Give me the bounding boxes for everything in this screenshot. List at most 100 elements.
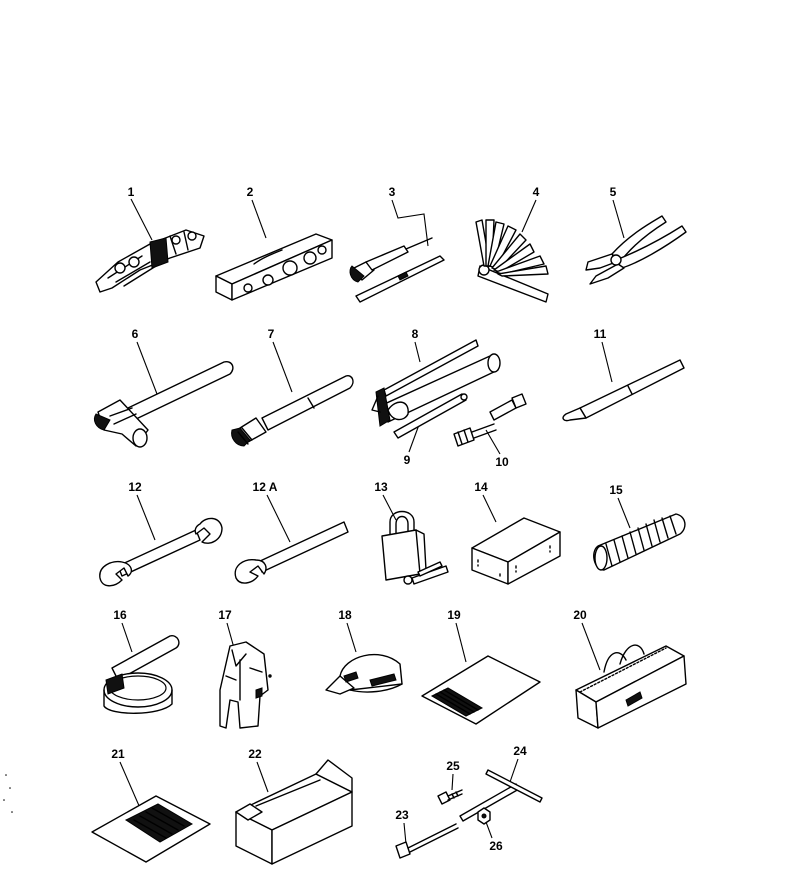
carton-box-icon <box>235 759 353 865</box>
part-2: 2 <box>215 185 333 301</box>
part-label-7: 7 <box>268 327 275 341</box>
leader-line <box>251 199 267 239</box>
part-13: 13 <box>374 480 449 585</box>
leader-line <box>130 198 153 241</box>
leader-line <box>121 622 133 653</box>
filter-wrench-icon <box>103 635 180 714</box>
leader-line <box>346 622 357 653</box>
part-label-22: 22 <box>248 747 262 761</box>
t-handle-icon <box>459 769 543 822</box>
part-label-1: 1 <box>128 185 135 199</box>
part-15: 15 <box>593 483 686 571</box>
part-label-23: 23 <box>395 808 409 822</box>
bolt-icon <box>395 823 459 859</box>
feeler-gauge-icon <box>475 219 549 303</box>
leader-line <box>136 494 156 541</box>
single-end-wrench-icon <box>234 521 349 584</box>
leader-line <box>119 761 141 809</box>
pliers-icon <box>585 215 687 285</box>
part-19: 19 <box>421 608 541 725</box>
leader-line <box>485 429 501 455</box>
part-17: 17 <box>218 608 272 729</box>
part-label-9: 9 <box>404 453 411 467</box>
part-12: 12 <box>99 480 223 587</box>
part-label-8: 8 <box>412 327 419 341</box>
part-label-15: 15 <box>609 483 623 497</box>
part-label-4: 4 <box>533 185 540 199</box>
part-18: 18 <box>325 608 403 695</box>
part-label-14: 14 <box>474 480 488 494</box>
nut-icon <box>477 807 491 825</box>
part-label-6: 6 <box>132 327 139 341</box>
tool-bag-icon <box>575 644 687 729</box>
screwdriver-icon <box>349 237 445 303</box>
leader-line <box>581 622 601 671</box>
hammer-icon <box>93 360 234 448</box>
part-16: 16 <box>103 608 180 714</box>
part-label-17: 17 <box>218 608 232 622</box>
leader-line <box>391 199 429 247</box>
leader-line <box>485 821 493 839</box>
part-9: 9 <box>393 393 468 467</box>
part-24: 24 <box>459 744 543 822</box>
leader-line <box>272 341 293 393</box>
cap-icon <box>325 653 403 695</box>
part-10: 10 <box>453 393 527 469</box>
leader-line <box>136 341 158 395</box>
part-3: 3 <box>349 185 445 303</box>
grease-nozzle-adapter-icon <box>453 393 527 447</box>
part-23: 23 <box>395 808 459 859</box>
leader-line <box>256 761 269 793</box>
grease-gun-icon <box>371 339 501 427</box>
manual-icon <box>421 655 541 725</box>
grease-gun-nozzle-icon <box>393 393 468 439</box>
leader-line <box>226 622 235 649</box>
leader-line <box>403 822 407 845</box>
leader-line <box>612 199 625 239</box>
part-label-13: 13 <box>374 480 388 494</box>
double-end-wrench-icon <box>99 517 223 587</box>
part-22: 22 <box>235 747 353 865</box>
part-25: 25 <box>437 759 463 805</box>
part-12a: 12 A <box>234 480 349 584</box>
part-label-20: 20 <box>573 608 587 622</box>
part-8: 8 <box>371 327 501 427</box>
box-icon <box>471 517 561 585</box>
part-14: 14 <box>471 480 561 585</box>
padlock-icon <box>381 510 449 585</box>
part-5: 5 <box>585 185 687 285</box>
leader-line <box>521 199 537 233</box>
leader-line <box>414 341 421 363</box>
leader-line <box>451 773 454 791</box>
leader-line <box>266 494 291 543</box>
part-6: 6 <box>93 327 234 448</box>
socket-handle-icon <box>231 375 354 447</box>
part-4: 4 <box>475 185 549 303</box>
part-label-2: 2 <box>247 185 254 199</box>
part-label-5: 5 <box>610 185 617 199</box>
leader-line <box>482 494 497 523</box>
leader-line <box>455 622 467 663</box>
coverall-icon <box>219 641 272 729</box>
part-label-21: 21 <box>111 747 125 761</box>
wrench-set-icon <box>95 229 205 293</box>
bellows-hose-icon <box>593 513 686 571</box>
part-label-16: 16 <box>113 608 127 622</box>
part-20: 20 <box>573 608 687 729</box>
leader-line <box>601 341 613 383</box>
part-label-18: 18 <box>338 608 352 622</box>
part-label-11: 11 <box>594 327 607 341</box>
part-7: 7 <box>231 327 354 447</box>
part-1: 1 <box>95 185 205 293</box>
scan-speckles <box>3 774 13 813</box>
part-11: 11 <box>562 327 685 422</box>
part-label-25: 25 <box>446 759 460 773</box>
leader-line <box>509 758 519 783</box>
bolt-icon <box>437 789 463 805</box>
manual-icon <box>91 795 211 863</box>
leader-line <box>382 494 397 521</box>
part-label-10: 10 <box>495 455 509 469</box>
part-label-12a: 12 A <box>253 480 278 494</box>
part-label-3: 3 <box>389 185 396 199</box>
